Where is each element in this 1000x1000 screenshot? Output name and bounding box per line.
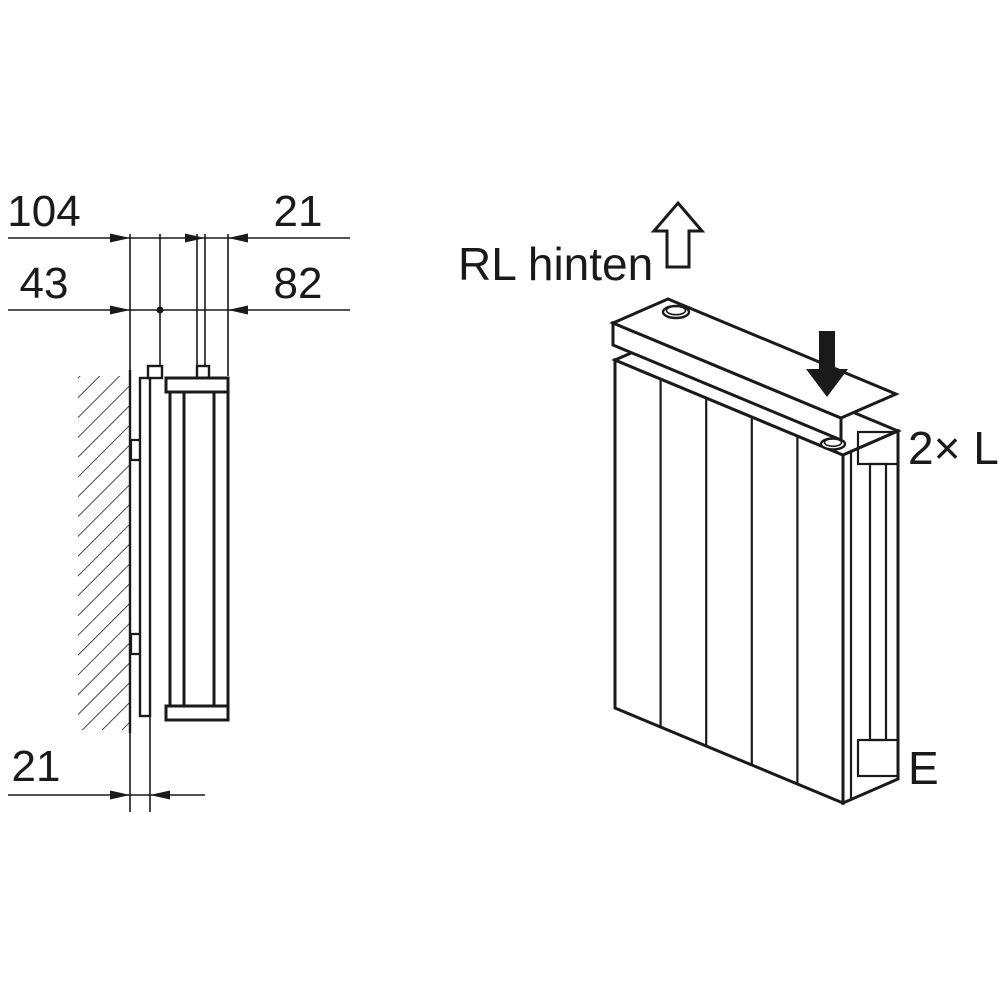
dimension-row-bottom: 21: [8, 742, 205, 800]
top-tab-right: [195, 364, 211, 380]
chain-dimension-dot: [156, 306, 164, 314]
arrowhead-icon: [150, 790, 170, 800]
wall-hatch: [78, 370, 132, 733]
side-profile: [849, 430, 900, 800]
mounting-bracket: [129, 376, 152, 718]
top-cap: [164, 376, 230, 394]
arrowhead-icon: [110, 790, 130, 800]
dim-43-label: 43: [20, 259, 69, 308]
front-plate: [212, 390, 230, 708]
isometric-view: RL hinten 2× L E: [458, 200, 999, 806]
up-arrow-icon: [650, 200, 706, 269]
bracket-hook-bottom: [129, 632, 140, 656]
arrowhead-icon: [228, 233, 248, 243]
dim-104-label: 104: [7, 187, 80, 236]
bracket-count-label: 2× L: [908, 422, 999, 474]
rl-hinten-label: RL hinten: [458, 238, 653, 290]
air-vent-plug-left: [661, 304, 691, 320]
profile-web: [868, 462, 888, 742]
arrowhead-icon: [110, 305, 130, 315]
dimension-row-1: 104 21: [7, 187, 350, 243]
dim-21-bottom-label: 21: [12, 742, 61, 791]
bottom-cap: [164, 704, 230, 722]
arrowhead-icon: [110, 233, 130, 243]
arrowhead-icon: [228, 305, 248, 315]
e-label: E: [908, 742, 939, 794]
arrowhead-icon: [185, 233, 205, 243]
air-vent-plug-right: [819, 437, 847, 451]
extension-lines: [129, 234, 229, 812]
dim-21-top-label: 21: [274, 187, 323, 236]
bracket-hook-top: [129, 438, 140, 462]
top-tab-left: [146, 364, 164, 380]
section-view: 104 21 43 82 21: [7, 187, 350, 812]
dim-82-label: 82: [274, 259, 323, 308]
back-plate: [168, 390, 186, 708]
dimension-row-2: 43 82: [8, 259, 350, 315]
radiator-section: [146, 364, 230, 722]
down-arrow-icon: [806, 331, 848, 397]
